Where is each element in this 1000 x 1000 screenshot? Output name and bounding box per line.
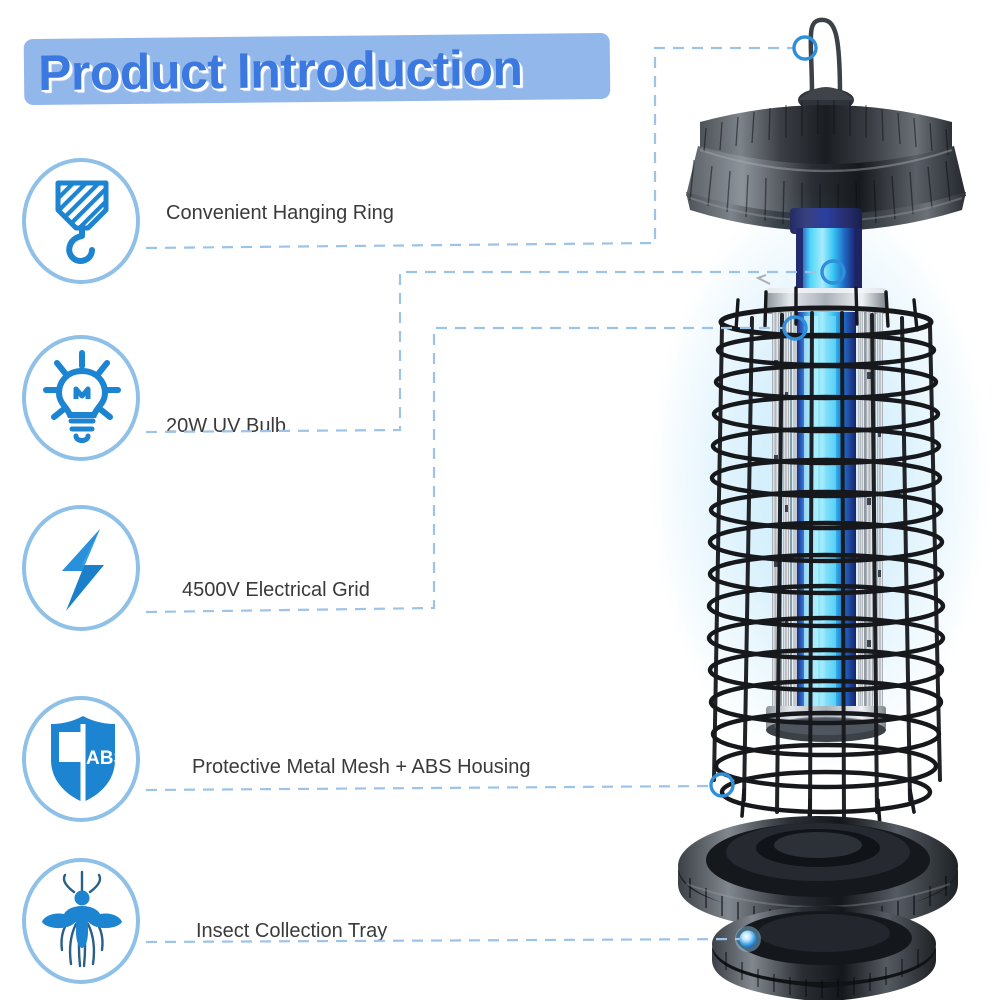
light-bulb-icon	[43, 350, 121, 443]
leader-line-uv-bulb	[145, 270, 822, 434]
feature-label-abs-housing: Protective Metal Mesh + ABS Housing	[192, 756, 531, 778]
shield-abs-icon: ABS	[51, 716, 120, 802]
feature-label-collection-tray: Insect Collection Tray	[196, 920, 388, 942]
icon-circle-electrical-grid	[22, 505, 140, 631]
feature-label-uv-bulb: 20W UV Bulb	[166, 415, 287, 437]
feature-label-hanging-ring: Convenient Hanging Ring	[166, 202, 394, 224]
marker-dot-collection-tray	[739, 930, 757, 948]
lightning-bolt-icon	[62, 529, 104, 611]
leader-line-collection-tray	[145, 937, 741, 944]
leader-line-electrical-grid	[145, 326, 784, 614]
leader-line-abs-housing	[145, 784, 713, 792]
marker-ring-uv-bulb	[820, 259, 846, 285]
marker-ring-abs-housing	[709, 772, 735, 798]
shield-abs-text: ABS	[86, 748, 120, 769]
mosquito-icon	[42, 870, 122, 968]
leader-line-hanging-ring	[145, 46, 794, 250]
feature-label-electrical-grid: 4500V Electrical Grid	[182, 579, 370, 601]
marker-ring-electrical-grid	[782, 315, 808, 341]
crane-hook-icon	[55, 180, 109, 264]
marker-ring-hanging-ring	[792, 35, 818, 61]
